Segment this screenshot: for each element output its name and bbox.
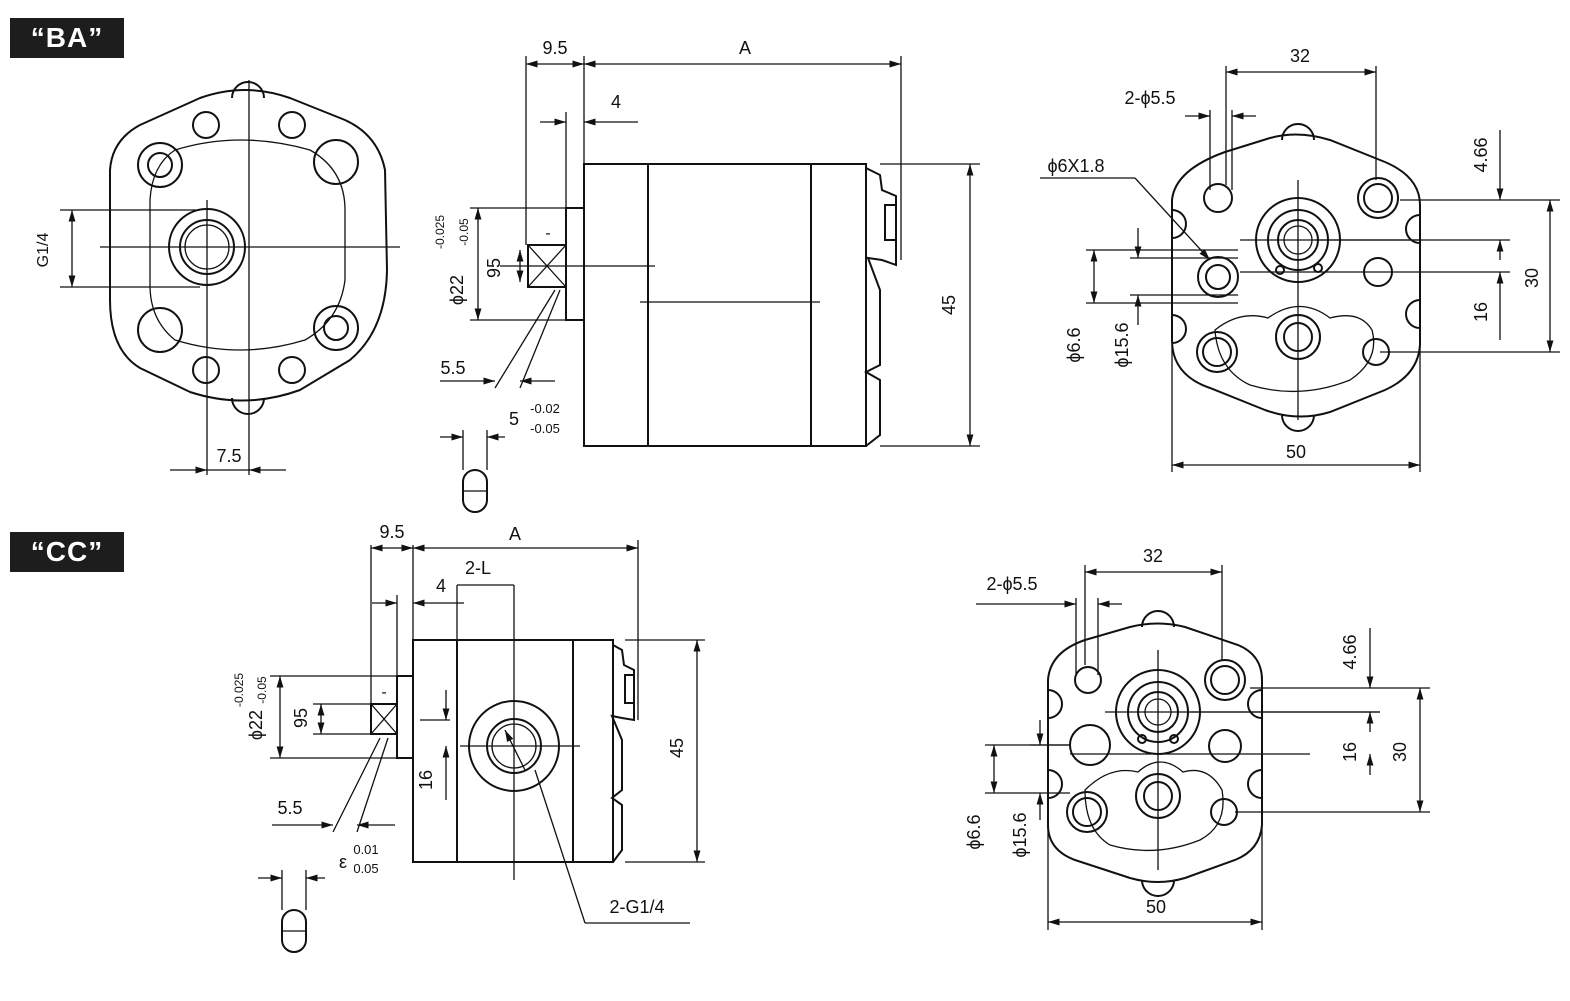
cc-rear-holes: 2-ϕ5.5 — [986, 574, 1037, 594]
cc-rear-dim-6-6: ϕ6.6 — [964, 814, 984, 849]
ba-dim-9-5: 9.5 — [542, 38, 567, 58]
cc-rear-view: 32 2-ϕ5.5 4.66 16 30 ϕ6.6 ϕ15.6 50 — [964, 546, 1430, 930]
cc-rear-dim-4-66: 4.66 — [1340, 634, 1360, 669]
ba-rear-dim-50: 50 — [1286, 442, 1306, 462]
ba-shaft-tol-lower: -0.05 — [457, 218, 471, 246]
ba-rear-holes: 2-ϕ5.5 — [1124, 88, 1175, 108]
cc-rear-dim-16: 16 — [1340, 742, 1360, 762]
cc-dim-4: 4 — [436, 576, 446, 596]
cc-key-dim: ε — [339, 852, 347, 872]
cc-side-view: 9.5 A 4 2-L ϕ22 -0.025 -0.05 95 - 16 45 … — [232, 522, 705, 953]
cc-height-45: 45 — [667, 738, 687, 758]
cc-dim-95: 95 — [291, 708, 311, 728]
ba-rear-bolt-icon — [1196, 177, 1399, 373]
ba-key-tol-lower: -0.05 — [530, 421, 560, 436]
ba-front-view: G1/4 7.5 — [35, 80, 400, 475]
cc-shaft-tol-lower: -0.05 — [255, 676, 269, 704]
cc-dim-2l: 2-L — [465, 558, 491, 578]
ba-key-dim: 5 — [509, 409, 519, 429]
cc-rear-dim-50: 50 — [1146, 897, 1166, 917]
cc-key-tol-upper: 0.01 — [353, 842, 378, 857]
ba-rear-dim-6-6: ϕ6.6 — [1064, 327, 1084, 362]
cc-rear-bolt-icon — [1066, 659, 1246, 833]
cc-dim-9-5: 9.5 — [379, 522, 404, 542]
cc-key-tol-lower: 0.05 — [353, 861, 378, 876]
ba-shaft-dia: ϕ22 — [447, 275, 467, 305]
ba-rear-oring: ϕ6X1.8 — [1047, 156, 1104, 176]
ba-front-bolt-icon — [137, 142, 359, 351]
ba-dim-4: 4 — [611, 92, 621, 112]
cc-shaft-tol-upper: -0.025 — [232, 673, 246, 707]
cc-rear-mount-hole-icon — [1047, 610, 1263, 897]
ba-shaft-tol-upper: -0.025 — [433, 215, 447, 249]
ba-front-mount-hole-icon — [137, 81, 359, 415]
cc-dim-16: 16 — [416, 770, 436, 790]
ba-key-tol-upper: -0.02 — [530, 401, 560, 416]
ba-key-mark: - — [545, 225, 550, 242]
cc-key-mark: - — [381, 684, 386, 701]
ba-dim-a: A — [739, 38, 751, 58]
ba-rear-dim-4-66: 4.66 — [1471, 137, 1491, 172]
ba-rear-dim-15-6: ϕ15.6 — [1112, 322, 1132, 367]
cc-rear-dim-32: 32 — [1143, 546, 1163, 566]
cc-shaft-dia: ϕ22 — [246, 710, 266, 740]
badge-ba: “BA” — [10, 18, 124, 58]
ba-rear-dim-16: 16 — [1471, 302, 1491, 322]
ba-dim-95: 95 — [484, 258, 504, 278]
cc-rear-dim-15-6: ϕ15.6 — [1010, 812, 1030, 857]
ba-side-view: 9.5 A 4 ϕ22 -0.025 -0.05 95 - 5.5 5 -0.0… — [433, 38, 980, 513]
ba-rear-dim-32: 32 — [1290, 46, 1310, 66]
cc-dim-a: A — [509, 524, 521, 544]
cc-dim-5-5: 5.5 — [277, 798, 302, 818]
cc-ports-label: 2-G1/4 — [609, 897, 664, 917]
badge-cc: “CC” — [10, 532, 124, 572]
ba-offset-label: 7.5 — [216, 446, 241, 466]
ba-dim-5-5: 5.5 — [440, 358, 465, 378]
ba-rear-view: 32 2-ϕ5.5 ϕ6X1.8 ϕ6.6 ϕ15.6 4.66 16 30 5… — [1040, 46, 1560, 472]
ba-height-45: 45 — [939, 295, 959, 315]
ba-port-label: G1/4 — [35, 233, 52, 268]
ba-rear-dim-30: 30 — [1522, 268, 1542, 288]
cc-rear-dim-30: 30 — [1390, 742, 1410, 762]
ba-rear-mount-hole-icon — [1171, 123, 1421, 432]
